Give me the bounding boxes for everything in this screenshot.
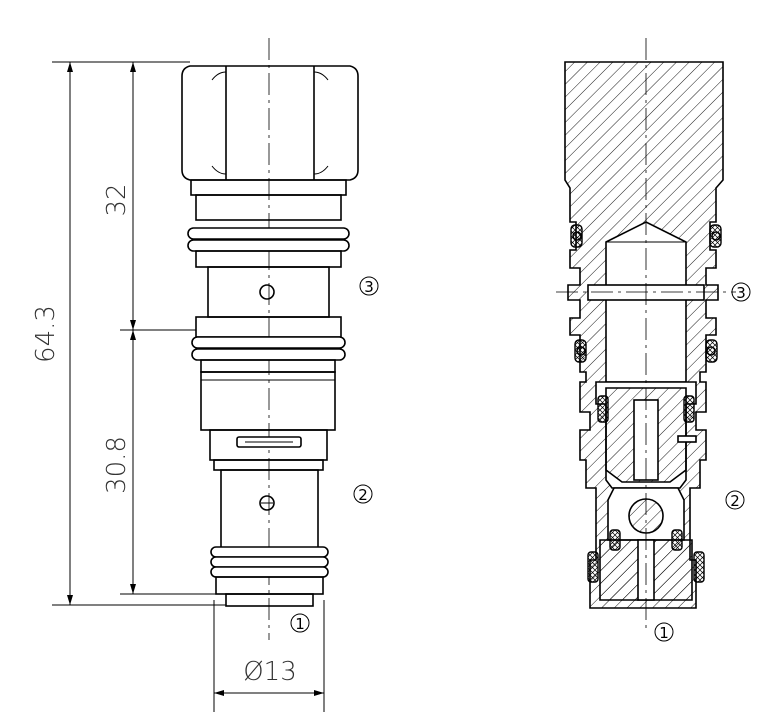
svg-text:3: 3 [736,284,746,302]
hex-nut [181,65,359,181]
section-seals [570,224,722,583]
dimension-overall: 64.3 [31,62,73,605]
dimension-overall-label: 64.3 [31,305,61,363]
port-label-1-left: 1 [290,613,310,633]
middle-body [200,371,336,471]
svg-text:1: 1 [295,615,305,633]
external-view: 64.3 32 30.8 Ø13 3 2 1 [31,38,379,712]
dimension-upper-label: 32 [102,183,132,216]
port-3-hole [259,284,275,300]
extension-lines [52,61,325,712]
svg-text:3: 3 [364,278,374,296]
port-label-2-left: 2 [353,484,373,504]
svg-text:2: 2 [358,486,368,504]
dimension-diameter-label: Ø13 [243,657,297,687]
upper-body [187,179,350,373]
dimension-lower: 30.8 [102,330,136,594]
section-view: 3 2 1 [556,38,751,642]
dimension-diameter: Ø13 [214,657,324,696]
svg-text:1: 1 [659,624,669,642]
dimension-upper: 32 [102,62,136,330]
port-label-3-right: 3 [731,282,751,302]
lower-body [210,469,329,607]
dimension-lower-label: 30.8 [102,436,132,494]
port-label-1-right: 1 [654,622,674,642]
port-label-2-right: 2 [725,490,745,510]
port-label-3-left: 3 [359,276,379,296]
svg-text:2: 2 [730,492,740,510]
port-2-hole [259,495,275,511]
